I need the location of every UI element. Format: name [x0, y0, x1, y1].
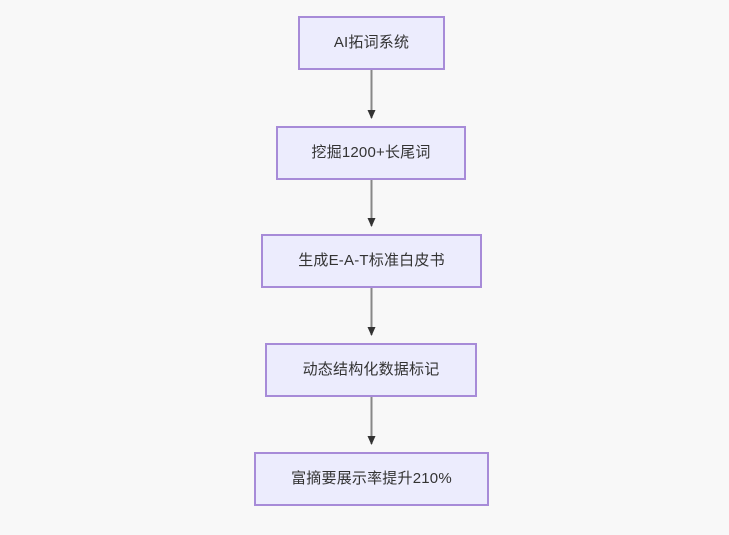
node-label: AI拓词系统	[333, 34, 410, 51]
flowchart-node-mine-longtail-keywords[interactable]: 挖掘1200+长尾词	[276, 126, 466, 180]
flowchart-node-generate-eat-whitepaper[interactable]: 生成E-A-T标准白皮书	[261, 234, 482, 288]
flowchart-node-ai-keyword-system[interactable]: AI拓词系统	[298, 16, 445, 70]
flowchart-node-rich-snippet-rate-increase[interactable]: 富摘要展示率提升210%	[254, 452, 489, 506]
node-label: 挖掘1200+长尾词	[311, 144, 431, 161]
flowchart-node-dynamic-structured-data-markup[interactable]: 动态结构化数据标记	[265, 343, 477, 397]
node-label: 动态结构化数据标记	[302, 361, 440, 378]
node-label: 生成E-A-T标准白皮书	[298, 252, 445, 269]
node-label: 富摘要展示率提升210%	[291, 470, 452, 487]
